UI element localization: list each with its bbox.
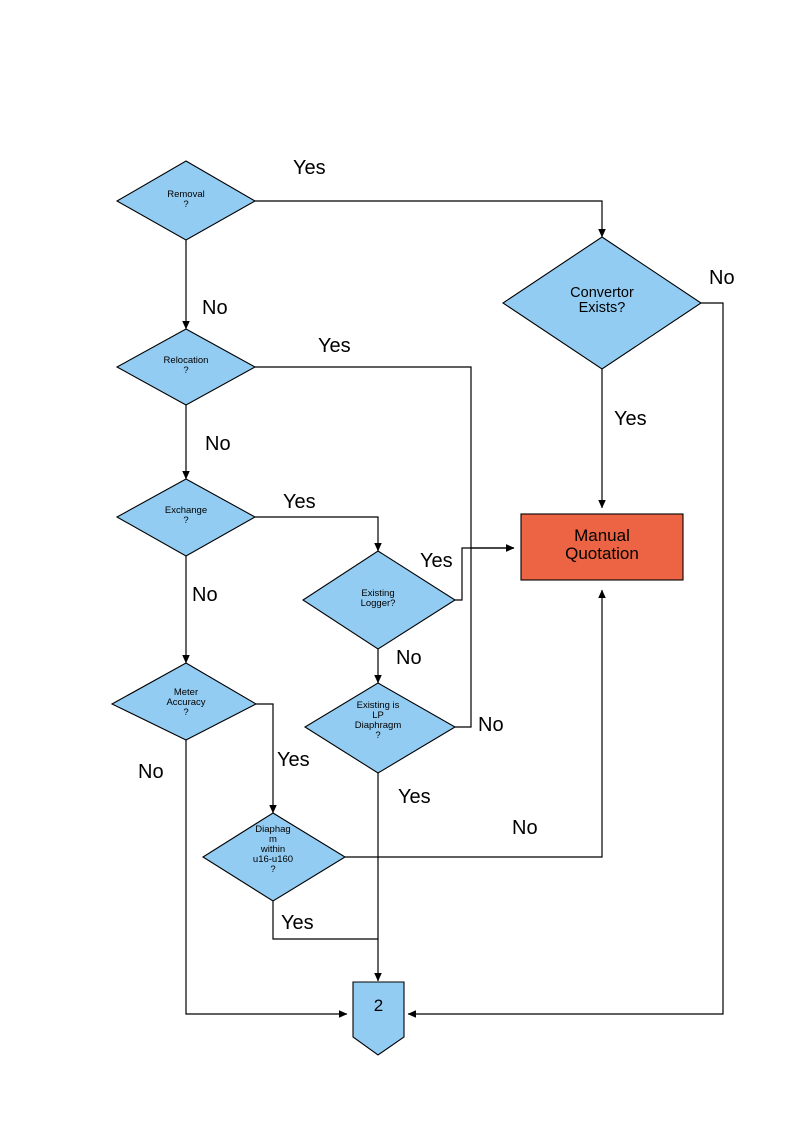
node-existing-lp-diaphragm[interactable] [303,682,457,774]
node-removal[interactable] [115,160,257,241]
edge-label-existing-lp-no: No [478,714,504,736]
node-diaphagm-range[interactable] [201,812,347,902]
edge-relocation-yes [255,366,515,552]
node-convertor-exists[interactable] [502,236,702,370]
edge-label-existing-lp-yes: Yes [398,786,431,808]
node-relocation[interactable] [115,328,257,406]
edge-exchange-yes [255,516,382,552]
node-exchange[interactable] [115,478,257,557]
edge-label-meter-accuracy-yes: Yes [277,749,310,771]
edge-label-meter-accuracy-no: No [138,761,164,783]
edge-label-diaphagm-yes: Yes [281,912,314,934]
edge-label-existing-logger-no: No [396,647,422,669]
edge-label-relocation-yes: Yes [318,335,351,357]
edge-existing-lp-no [455,548,472,728]
edge-removal-yes [255,200,606,238]
edge-label-diaphagm-no: No [512,817,538,839]
edge-existing-logger-yes [455,544,515,601]
edge-meter-accuracy-no [185,740,348,1018]
edge-diaphagm-no [345,589,606,858]
edge-label-exchange-yes: Yes [283,491,316,513]
edge-label-convertor-yes: Yes [614,408,647,430]
edge-convertor-no [407,302,724,1018]
edge-label-exchange-no: No [192,584,218,606]
node-connector-2[interactable] [352,981,405,1056]
edge-label-convertor-no: No [709,267,735,289]
edge-label-existing-logger-yes: Yes [420,550,453,572]
edge-meter-accuracy-yes [256,703,277,814]
node-meter-accuracy[interactable] [110,662,258,741]
edge-label-relocation-no: No [205,433,231,455]
edge-label-removal-no: No [202,297,228,319]
node-existing-logger[interactable] [301,550,457,650]
edge-label-removal-yes: Yes [293,157,326,179]
node-manual-quotation[interactable] [520,513,684,581]
edge-diaphagm-yes [272,901,378,940]
